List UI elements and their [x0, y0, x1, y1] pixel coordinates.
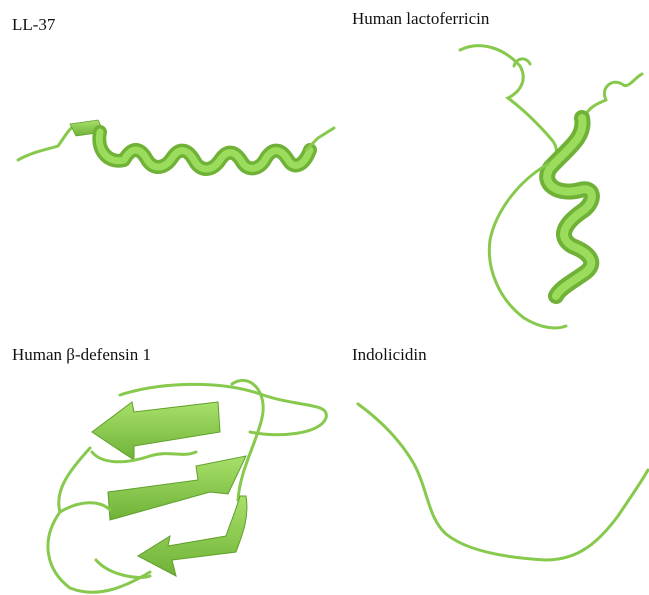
indolicidin-structure	[358, 404, 648, 560]
ll37-helix-structure	[18, 120, 334, 169]
defensin-structure	[48, 380, 326, 592]
lactoferricin-structure	[460, 46, 642, 328]
